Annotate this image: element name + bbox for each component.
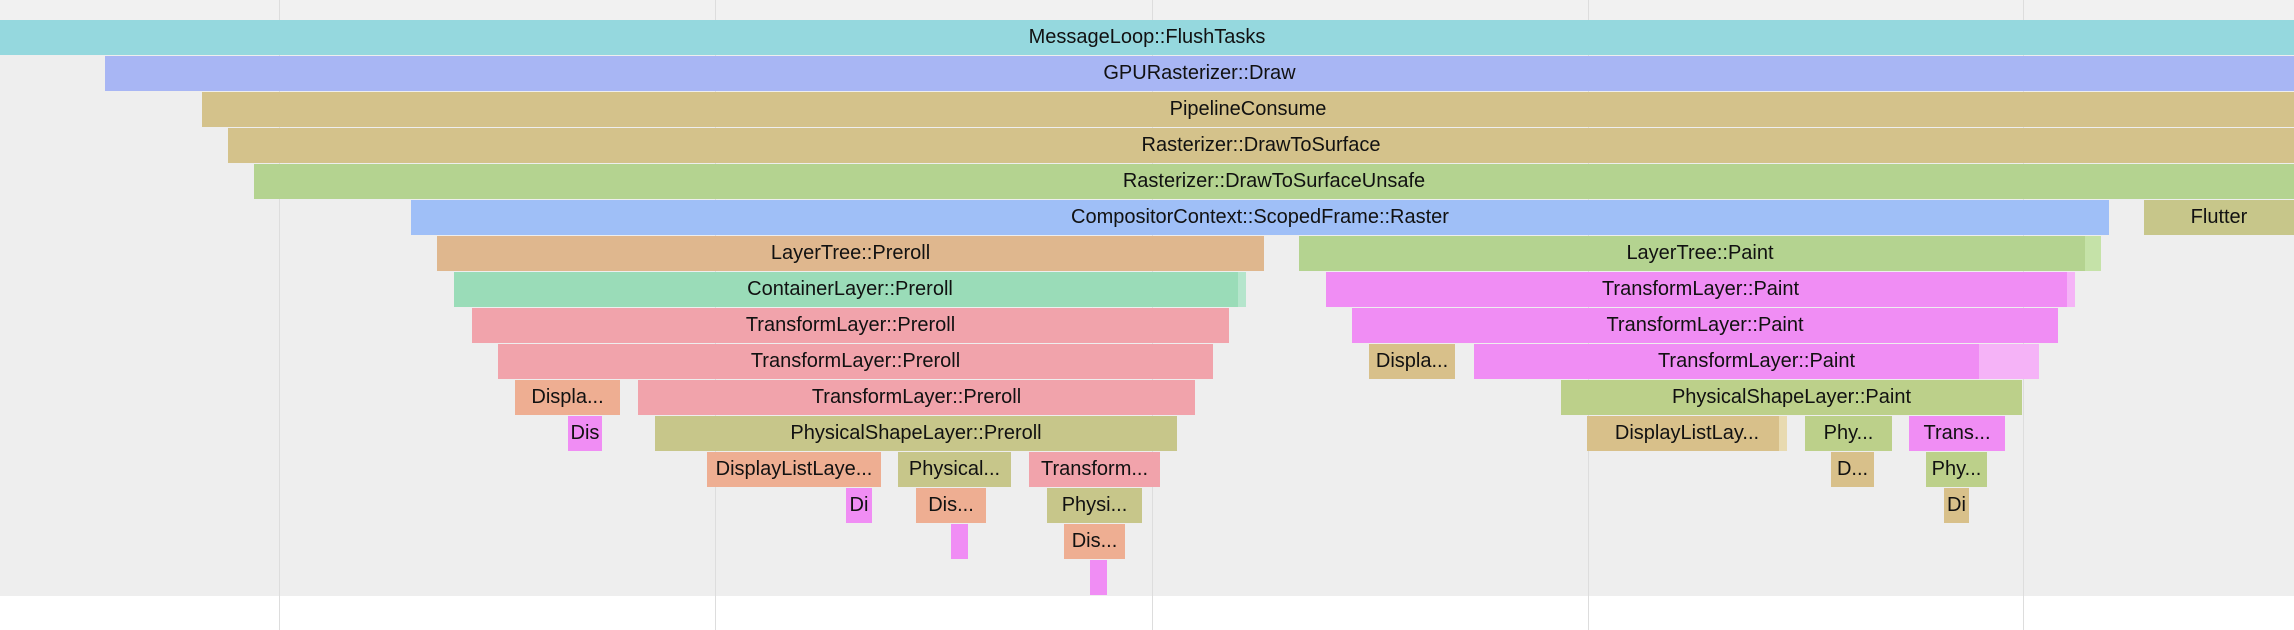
flame-frame[interactable]: Di [846,488,872,523]
frame-label: Physi... [1061,494,1128,516]
flame-frame[interactable]: TransformLayer::Preroll [638,380,1195,415]
flame-frame[interactable]: DisplayListLay... [1587,416,1787,451]
flame-frame[interactable]: Displa... [515,380,620,415]
flame-frame[interactable]: TransformLayer::Preroll [472,308,1229,343]
flame-frame-fragment[interactable] [1238,272,1246,307]
flame-frame[interactable]: Dis... [1064,524,1125,559]
flame-frame[interactable]: Displa... [1369,344,1455,379]
flame-frame-fragment[interactable] [951,524,968,559]
frame-label: TransformLayer::Preroll [745,314,956,336]
frame-label: PhysicalShapeLayer::Preroll [790,422,1042,444]
flame-frame[interactable]: LayerTree::Paint [1299,236,2101,271]
flame-frame[interactable]: Physi... [1047,488,1142,523]
flame-frame[interactable]: Transform... [1029,452,1160,487]
frame-label: LayerTree::Preroll [770,242,931,264]
flame-frame[interactable]: PipelineConsume [202,92,2294,127]
frame-label: Physical... [908,458,1001,480]
frame-label: LayerTree::Paint [1626,242,1774,264]
frame-label: PipelineConsume [1169,98,1327,120]
frame-label: CompositorContext::ScopedFrame::Raster [1071,206,1449,228]
flame-frame[interactable]: TransformLayer::Paint [1352,308,2058,343]
frame-label: Di [849,494,869,516]
flame-frame[interactable]: Dis [568,416,602,451]
flame-frame[interactable]: Flutter [2144,200,2294,235]
flame-frame[interactable]: ContainerLayer::Preroll [454,272,1246,307]
frame-label: MessageLoop::FlushTasks [1028,26,1266,48]
flame-frame-fragment[interactable] [2067,272,2075,307]
flame-frame-fragment[interactable] [1979,344,2039,379]
flame-frame[interactable]: LayerTree::Preroll [437,236,1264,271]
frame-label: Dis [570,422,600,444]
frame-label: Phy... [1931,458,1982,480]
flame-frame-fragment[interactable] [2085,236,2101,271]
flame-frame-fragment[interactable] [1779,416,1787,451]
frame-label: Dis... [1071,530,1118,552]
flame-frame[interactable]: Physical... [898,452,1011,487]
flame-frame[interactable]: TransformLayer::Paint [1474,344,2039,379]
timeline-header [0,0,2294,20]
flame-frame[interactable]: Trans... [1909,416,2005,451]
flame-frame[interactable]: MessageLoop::FlushTasks [0,20,2294,55]
flame-frame[interactable]: PhysicalShapeLayer::Paint [1561,380,2022,415]
flame-frame[interactable]: Di [1944,488,1969,523]
time-gridline [279,0,280,630]
frame-label: Displa... [1375,350,1449,372]
frame-label: Di [1947,494,1966,516]
flame-frame[interactable]: Rasterizer::DrawToSurfaceUnsafe [254,164,2294,199]
frame-label: PhysicalShapeLayer::Paint [1671,386,1912,408]
flame-frame-fragment[interactable] [1090,560,1107,595]
flame-frame[interactable]: D... [1831,452,1874,487]
flame-frame[interactable]: DisplayListLaye... [707,452,881,487]
frame-label: DisplayListLaye... [715,458,873,480]
flame-frame[interactable]: Dis... [916,488,986,523]
frame-label: TransformLayer::Paint [1657,350,1856,372]
frame-label: TransformLayer::Preroll [811,386,1022,408]
frame-label: D... [1836,458,1869,480]
frame-label: Flutter [2190,206,2248,228]
flame-frame[interactable]: TransformLayer::Preroll [498,344,1213,379]
flame-frame[interactable]: Phy... [1926,452,1987,487]
flame-frame[interactable]: CompositorContext::ScopedFrame::Raster [411,200,2109,235]
frame-label: Trans... [1923,422,1991,444]
frame-label: GPURasterizer::Draw [1103,62,1296,84]
flame-frame[interactable]: TransformLayer::Paint [1326,272,2075,307]
frame-label: Phy... [1823,422,1874,444]
frame-label: TransformLayer::Paint [1606,314,1804,336]
frame-label: Dis... [928,494,974,516]
frame-label: Transform... [1040,458,1149,480]
frame-label: Rasterizer::DrawToSurfaceUnsafe [1122,170,1426,192]
frame-label: Displa... [531,386,604,408]
frame-label: ContainerLayer::Preroll [747,278,953,300]
frame-label: TransformLayer::Preroll [750,350,961,372]
frame-label: DisplayListLay... [1614,422,1760,444]
flame-frame[interactable]: Phy... [1805,416,1892,451]
flame-frame[interactable]: Rasterizer::DrawToSurface [228,128,2294,163]
frame-label: TransformLayer::Paint [1601,278,1800,300]
flame-frame[interactable]: PhysicalShapeLayer::Preroll [655,416,1177,451]
frame-label: Rasterizer::DrawToSurface [1141,134,1381,156]
flame-frame[interactable]: GPURasterizer::Draw [105,56,2294,91]
